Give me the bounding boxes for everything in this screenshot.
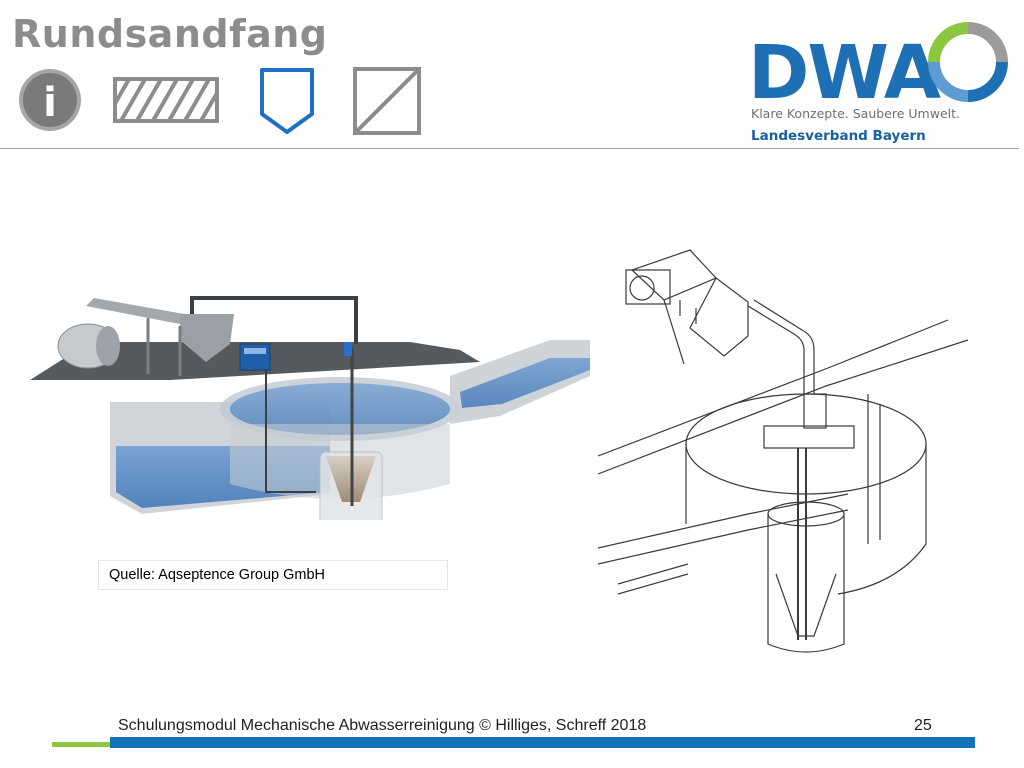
diagonal-box-icon[interactable] xyxy=(352,66,422,136)
sand-trap-render-image xyxy=(30,296,590,520)
logo-region: Landesverband Bayern xyxy=(751,128,926,144)
svg-text:i: i xyxy=(43,80,57,126)
footer-accent-green xyxy=(52,742,110,747)
header-divider xyxy=(0,148,1019,149)
shield-icon[interactable] xyxy=(258,66,316,136)
info-icon[interactable]: i xyxy=(18,68,82,132)
source-caption: Quelle: Aqseptence Group GmbH xyxy=(98,560,448,590)
slide-title: Rundsandfang xyxy=(12,12,328,56)
dwa-logo-mark: DWA xyxy=(748,22,1008,116)
logo-tagline: Klare Konzepte. Saubere Umwelt. xyxy=(751,106,960,121)
page-number: 25 xyxy=(914,717,932,734)
hatch-pattern-icon[interactable] xyxy=(112,76,220,124)
sand-trap-line-drawing xyxy=(598,249,969,653)
footer-credit: Schulungsmodul Mechanische Abwasserreini… xyxy=(118,717,647,734)
logo-letters: DWA xyxy=(748,30,941,106)
footer-accent-blue xyxy=(110,737,975,748)
dwa-logo: DWA Klare Konzepte. Saubere Umwelt. Land… xyxy=(748,18,1008,150)
